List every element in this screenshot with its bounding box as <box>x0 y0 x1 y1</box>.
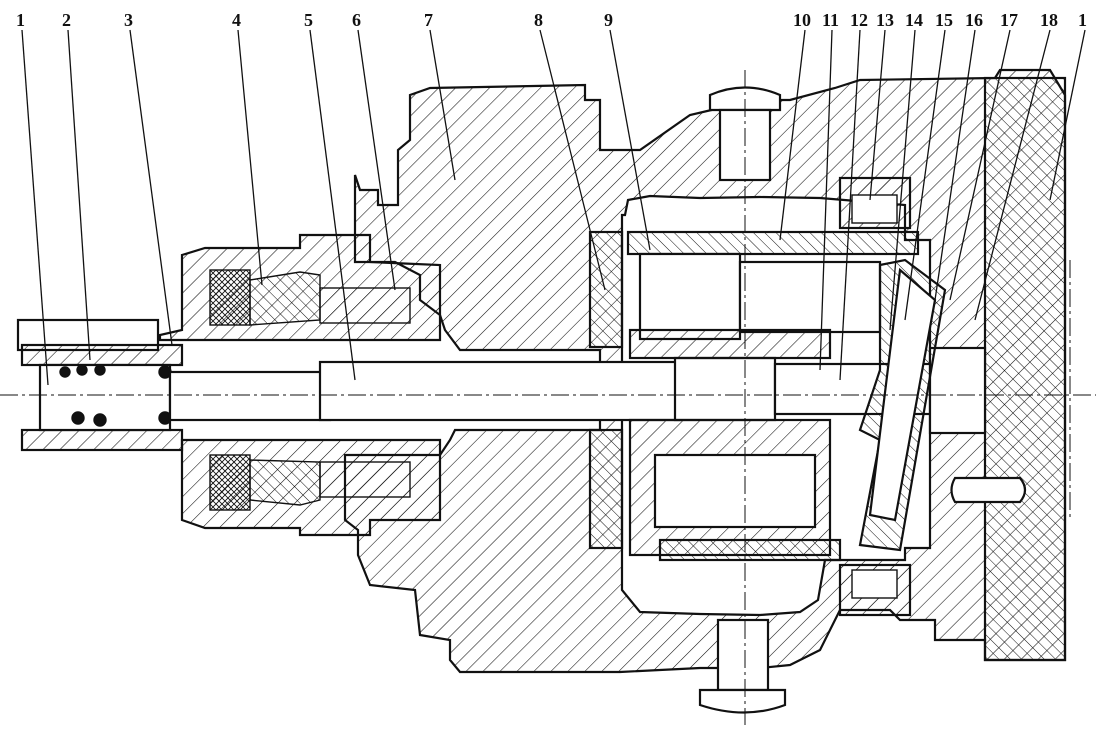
callout-4: 4 <box>232 10 241 30</box>
callout-10: 10 <box>793 10 811 30</box>
locating-pin <box>950 476 1027 504</box>
callout-14: 14 <box>905 10 923 30</box>
callout-18: 18 <box>1040 10 1058 30</box>
callout-17: 17 <box>1000 10 1018 30</box>
drive-shaft <box>168 346 987 435</box>
callout-3: 3 <box>124 10 133 30</box>
callout-12: 12 <box>850 10 868 30</box>
callout-9: 9 <box>604 10 613 30</box>
callout-7: 7 <box>424 10 433 30</box>
callout-13: 13 <box>876 10 894 30</box>
coupling-sleeve <box>16 318 184 452</box>
callout-1: 1 <box>16 10 25 30</box>
callout-16: 16 <box>965 10 983 30</box>
bottom-bolt <box>698 618 787 714</box>
rear-bearing-lower <box>838 563 912 617</box>
callout-19: 1 <box>1078 10 1087 30</box>
callout-labels: 1 2 3 4 5 6 7 8 9 10 11 12 13 14 15 16 1… <box>16 10 1087 30</box>
callout-15: 15 <box>935 10 953 30</box>
callout-8: 8 <box>534 10 543 30</box>
callout-5: 5 <box>304 10 313 30</box>
bearing-upper <box>209 269 411 326</box>
cylinder-block <box>626 230 920 562</box>
bearing-lower <box>209 454 411 511</box>
callout-2: 2 <box>62 10 71 30</box>
leader-lines <box>21 29 1086 386</box>
callout-11: 11 <box>822 10 839 30</box>
callout-6: 6 <box>352 10 361 30</box>
